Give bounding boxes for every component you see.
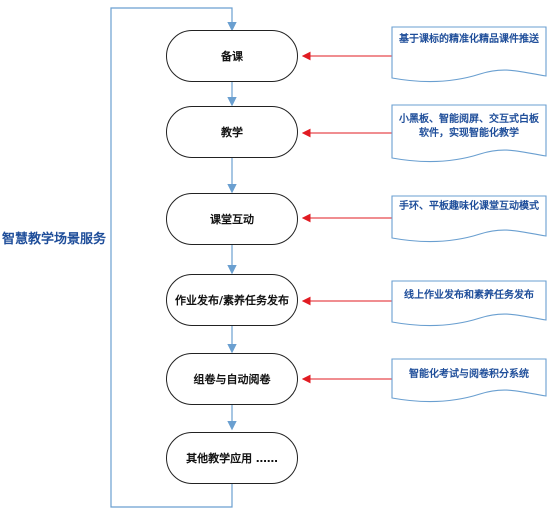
note-exam-system: 智能化考试与阅卷积分系统 (409, 369, 529, 380)
side-label: 智慧教学场景服务 (2, 232, 107, 247)
note-smart-teaching: 小黑板、智能阅屏、交互式白板软件，实现智能化教学 (399, 114, 539, 139)
note-shape-2 (391, 104, 547, 163)
step-homework-release: 作业发布/素养任务发布 (166, 274, 298, 326)
step-prepare-lesson: 备课 (166, 30, 298, 82)
note-shape-4 (391, 280, 547, 327)
note-interaction-mode: 手环、平板趣味化课堂互动模式 (399, 201, 539, 212)
note-online-homework: 线上作业发布和素养任务发布 (404, 290, 534, 301)
step-other-applications: 其他教学应用 …… (166, 432, 298, 484)
step-classroom-interaction: 课堂互动 (166, 193, 298, 245)
note-shape-3 (391, 195, 547, 243)
note-shape-5 (391, 358, 547, 403)
step-paper-grading: 组卷与自动阅卷 (166, 353, 298, 405)
step-teaching: 教学 (166, 106, 298, 158)
note-courseware-push: 基于课标的精准化精品课件推送 (399, 34, 539, 45)
note-shape-1 (391, 26, 547, 83)
loop-line (110, 7, 237, 508)
